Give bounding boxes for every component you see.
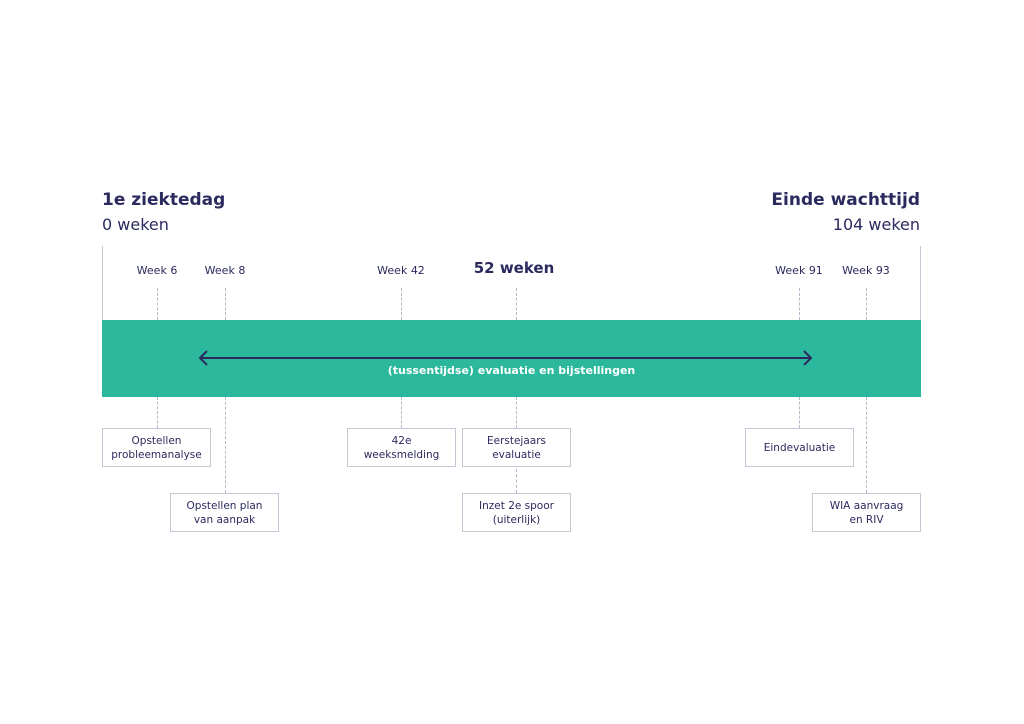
dash-week-91-bottom [799,397,800,428]
dash-week-42-top [401,288,402,320]
dash-week-42-bottom [401,397,402,428]
box-wia-aanvraag: WIA aanvraag en RIV [812,493,921,532]
double-arrow-icon [198,350,813,366]
marker-52-weken: 52 weken [473,259,555,277]
end-title: Einde wachttijd [771,190,920,210]
box-inzet-2e-spoor: Inzet 2e spoor (uiterlijk) [462,493,571,532]
dash-week-6-top [157,288,158,320]
marker-week-93: Week 93 [842,264,890,277]
box-eerstejaars-evaluatie: Eerstejaars evaluatie [462,428,571,467]
dash-week-93-top [866,288,867,320]
marker-week-6: Week 6 [136,264,178,277]
marker-week-91: Week 91 [775,264,823,277]
start-title: 1e ziektedag [102,190,226,210]
box-plan-van-aanpak: Opstellen plan van aanpak [170,493,279,532]
start-edge-line [102,246,103,320]
start-subtitle: 0 weken [102,215,169,234]
dash-week-6-bottom [157,397,158,428]
end-edge-line [920,246,921,320]
end-subtitle: 104 weken [832,215,920,234]
marker-week-42: Week 42 [377,264,425,277]
box-probleemanalyse: Opstellen probleemanalyse [102,428,211,467]
dash-52-between [516,469,517,493]
dash-52-bottom [516,397,517,428]
dash-week-8-top [225,288,226,320]
dash-week-8-bottom [225,397,226,493]
evaluation-band: (tussentijdse) evaluatie en bijstellinge… [102,320,921,397]
box-eindevaluatie: Eindevaluatie [745,428,854,467]
box-42e-weeksmelding: 42e weeksmelding [347,428,456,467]
marker-week-8: Week 8 [204,264,246,277]
band-label: (tussentijdse) evaluatie en bijstellinge… [387,364,636,377]
dash-week-91-top [799,288,800,320]
dash-52-top [516,288,517,320]
dash-week-93-bottom [866,397,867,493]
